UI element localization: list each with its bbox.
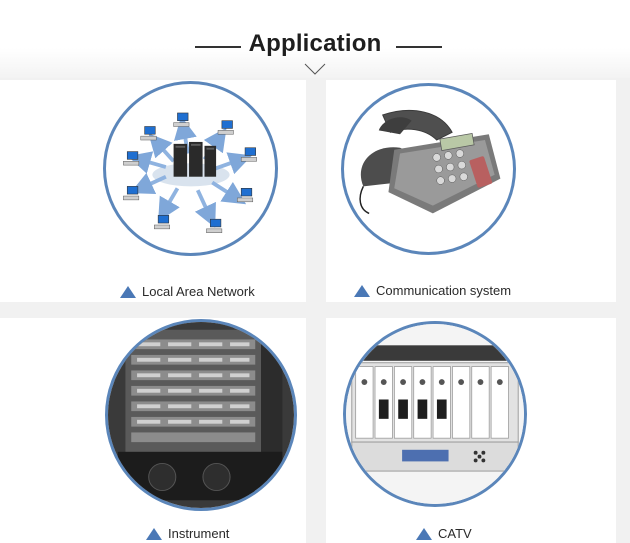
rack-equipment-image [105, 319, 297, 511]
triangle-bullet-icon [354, 284, 370, 297]
triangle-bullet-icon [146, 527, 162, 540]
header-fade [0, 48, 630, 78]
caption-label: Local Area Network [142, 284, 255, 299]
header-line-left [195, 46, 241, 48]
network-diagram-image [103, 81, 278, 256]
application-caption-catv: CATV [416, 526, 472, 541]
application-card-instrument: Instrument [0, 318, 306, 543]
header-line-right [396, 46, 442, 48]
caption-label: Instrument [168, 526, 230, 541]
application-caption-communication: Communication system [354, 283, 511, 298]
caption-label: Communication system [376, 283, 512, 298]
triangle-bullet-icon [120, 285, 136, 298]
chevron-down-icon [304, 63, 326, 75]
caption-label: CATV [438, 526, 472, 541]
triangle-bullet-icon [416, 527, 432, 540]
page-title: Application [248, 30, 382, 57]
catv-chassis-image [343, 321, 527, 507]
application-caption-lan: Local Area Network [120, 284, 255, 299]
application-card-communication: Communication system [326, 80, 616, 302]
application-card-catv: CATV [326, 318, 616, 543]
header-band [0, 0, 630, 78]
application-card-lan: Local Area Network [0, 80, 306, 302]
application-caption-instrument: Instrument [146, 526, 229, 541]
desk-phone-image [341, 83, 516, 255]
